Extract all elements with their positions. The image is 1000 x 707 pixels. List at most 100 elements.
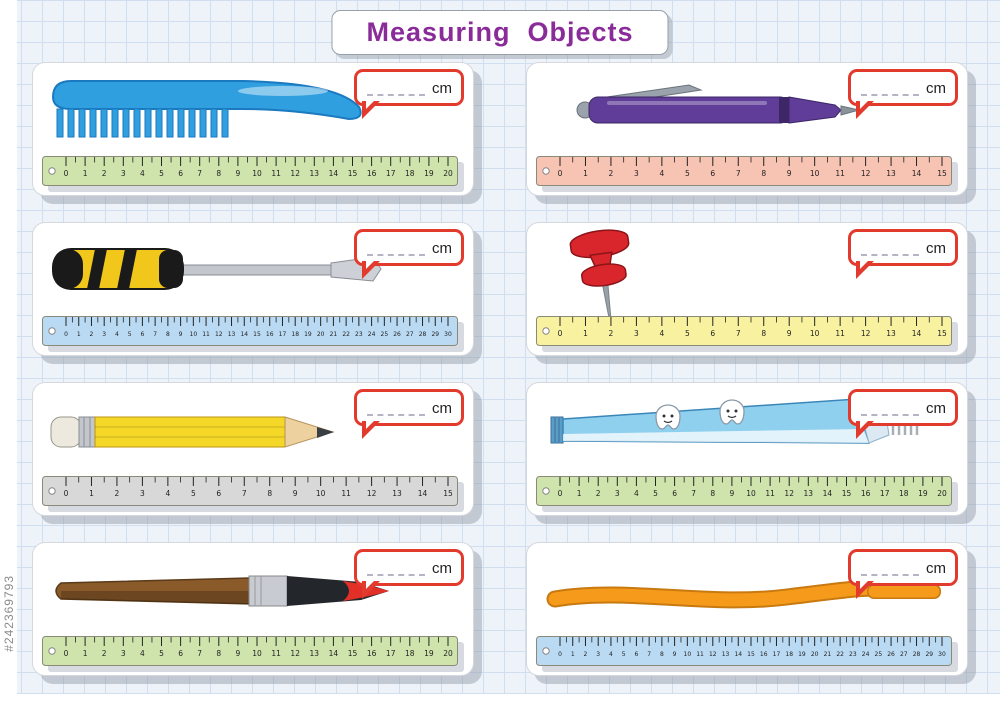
svg-text:1: 1 [577, 489, 582, 498]
answer-bubble[interactable]: cm [848, 549, 958, 599]
svg-text:8: 8 [216, 169, 221, 178]
svg-text:0: 0 [64, 169, 69, 178]
svg-text:3: 3 [102, 331, 106, 338]
svg-text:1: 1 [83, 169, 88, 178]
svg-text:0: 0 [558, 329, 563, 338]
answer-bubble[interactable]: cm [848, 229, 958, 279]
svg-text:1: 1 [583, 169, 588, 178]
svg-text:26: 26 [887, 651, 895, 658]
svg-text:9: 9 [673, 651, 677, 658]
svg-text:19: 19 [304, 331, 312, 338]
svg-text:20: 20 [811, 651, 819, 658]
svg-text:12: 12 [367, 489, 377, 498]
svg-text:6: 6 [140, 331, 144, 338]
svg-text:12: 12 [290, 169, 300, 178]
svg-text:18: 18 [405, 169, 415, 178]
answer-bubble[interactable]: cm [848, 389, 958, 439]
svg-text:19: 19 [798, 651, 806, 658]
svg-text:11: 11 [835, 169, 845, 178]
svg-text:4: 4 [659, 169, 664, 178]
pencil-graphic [50, 416, 335, 448]
svg-text:20: 20 [443, 169, 453, 178]
svg-text:30: 30 [938, 651, 946, 658]
svg-text:0: 0 [64, 649, 69, 658]
svg-text:0: 0 [558, 489, 563, 498]
answer-line[interactable] [367, 400, 425, 416]
svg-text:20: 20 [317, 331, 325, 338]
svg-text:8: 8 [660, 651, 664, 658]
answer-bubble[interactable]: cm [354, 69, 464, 119]
push-pin-graphic [569, 229, 630, 317]
answer-line[interactable] [861, 240, 919, 256]
watermark-strip-left: #242369793 [0, 0, 17, 707]
svg-text:17: 17 [880, 489, 890, 498]
svg-text:11: 11 [202, 331, 210, 338]
svg-text:17: 17 [386, 649, 396, 658]
answer-line[interactable] [861, 560, 919, 576]
answer-line[interactable] [367, 80, 425, 96]
tooth-character-icon [655, 404, 681, 430]
svg-text:3: 3 [634, 329, 639, 338]
answer-line[interactable] [367, 240, 425, 256]
svg-text:0: 0 [64, 331, 68, 338]
svg-text:3: 3 [634, 169, 639, 178]
svg-text:2: 2 [609, 169, 614, 178]
svg-text:3: 3 [615, 489, 620, 498]
svg-text:17: 17 [386, 169, 396, 178]
svg-text:16: 16 [367, 649, 377, 658]
svg-text:23: 23 [355, 331, 363, 338]
svg-text:25: 25 [875, 651, 883, 658]
pen-graphic [576, 84, 860, 124]
answer-line[interactable] [367, 560, 425, 576]
svg-text:7: 7 [197, 169, 202, 178]
svg-text:13: 13 [886, 169, 896, 178]
svg-text:12: 12 [861, 329, 871, 338]
svg-text:11: 11 [341, 489, 351, 498]
svg-text:8: 8 [267, 489, 272, 498]
unit-label: cm [926, 80, 946, 97]
answer-line[interactable] [861, 400, 919, 416]
watermark-strip-bottom [0, 694, 1000, 707]
svg-text:9: 9 [236, 649, 241, 658]
svg-text:2: 2 [115, 489, 120, 498]
svg-text:15: 15 [348, 649, 358, 658]
svg-text:7: 7 [647, 651, 651, 658]
answer-bubble[interactable]: cm [354, 229, 464, 279]
unit-label: cm [926, 240, 946, 257]
svg-text:6: 6 [672, 489, 677, 498]
svg-text:22: 22 [342, 331, 350, 338]
svg-text:11: 11 [835, 329, 845, 338]
screwdriver-graphic [52, 248, 382, 290]
answer-bubble[interactable]: cm [848, 69, 958, 119]
svg-text:7: 7 [736, 169, 741, 178]
answer-line[interactable] [861, 80, 919, 96]
unit-label: cm [432, 560, 452, 577]
answer-bubble[interactable]: cm [354, 549, 464, 599]
svg-text:8: 8 [216, 649, 221, 658]
svg-text:12: 12 [215, 331, 223, 338]
svg-text:0: 0 [64, 489, 69, 498]
answer-bubble[interactable]: cm [354, 389, 464, 439]
svg-text:7: 7 [242, 489, 247, 498]
svg-text:6: 6 [216, 489, 221, 498]
svg-text:22: 22 [836, 651, 844, 658]
svg-text:10: 10 [316, 489, 326, 498]
svg-text:13: 13 [392, 489, 402, 498]
svg-text:1: 1 [583, 329, 588, 338]
svg-text:28: 28 [419, 331, 427, 338]
svg-text:18: 18 [899, 489, 909, 498]
svg-text:27: 27 [900, 651, 908, 658]
svg-text:10: 10 [810, 169, 820, 178]
svg-text:9: 9 [179, 331, 183, 338]
svg-text:10: 10 [810, 329, 820, 338]
svg-text:26: 26 [393, 331, 401, 338]
svg-text:4: 4 [140, 649, 145, 658]
svg-text:1: 1 [89, 489, 94, 498]
